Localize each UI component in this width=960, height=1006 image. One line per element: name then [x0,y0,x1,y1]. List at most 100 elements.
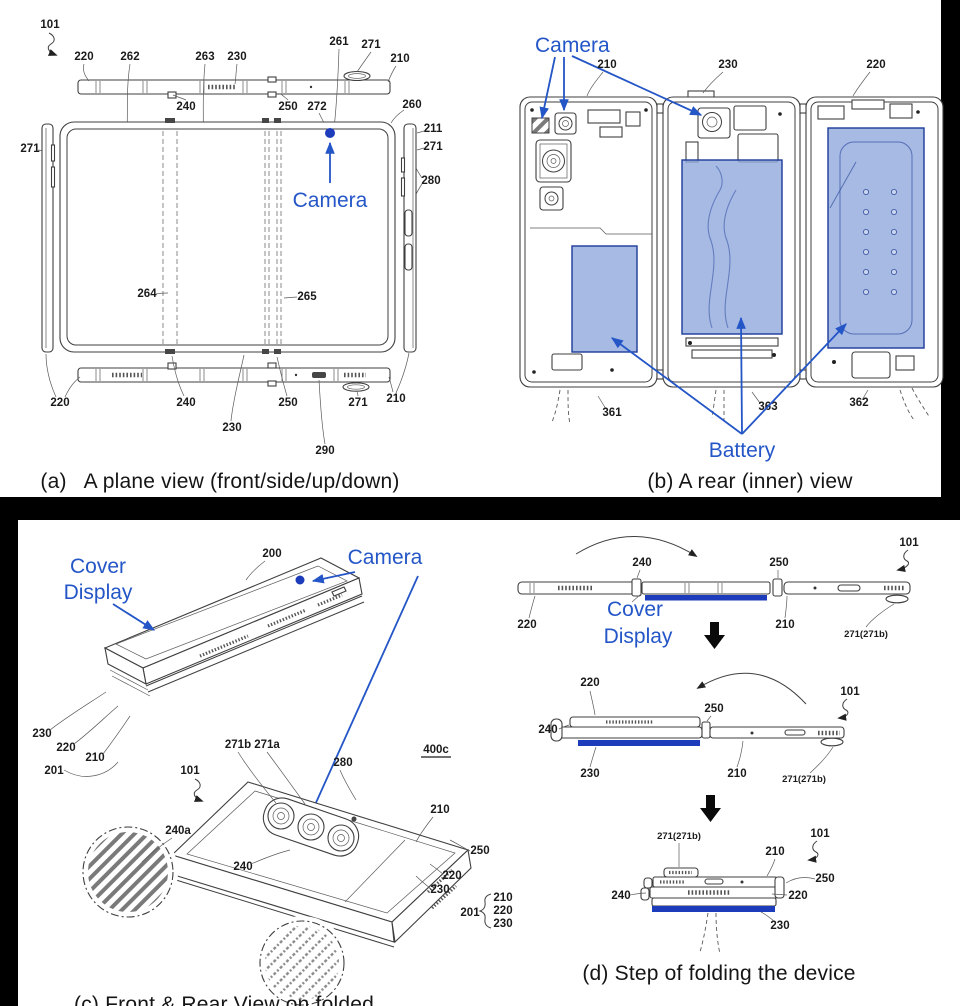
top-edge-view [77,70,391,99]
ref-label-210: 210 [775,619,794,631]
ref-label-230: 230 [770,920,789,932]
ref-label-250: 250 [278,101,297,113]
camera-module-mid [702,112,722,132]
panel-b-rear-view: Camera 210 230 220 361 363 362 Battery [519,34,944,462]
hinge-detail-magnifier-2 [255,916,349,1006]
cover-display-label-line1: Cover [70,555,126,578]
caption-panel-c-line1: (c) Front & Rear View on folded [74,992,374,1006]
hinge-240-folded [550,718,563,742]
hinge-250 [772,578,783,597]
camera-bump-bottom [342,382,370,392]
cover-display-annotation: Cover Display [604,593,673,648]
caption-panel-d: (d) Step of folding the device [582,962,856,985]
front-display-view [59,118,396,354]
ref-400c: 400c [421,744,451,758]
fold-step-2: 220 101 250 240 230 210 271(271b) [538,672,860,785]
hinge-detail-magnifier-240a [78,822,178,922]
panel-a-plane-view: 101 220 262 [20,19,443,457]
ref-101-pointer: 101 [180,765,204,802]
ref-label-240: 240 [611,890,630,902]
ref-label-220: 220 [866,59,885,71]
down-arrow-1 [704,622,725,649]
ref-label-400c: 400c [423,744,449,756]
cover-camera-dot [295,575,305,585]
hinge-250 [701,721,711,739]
camera-bump-top [343,70,371,82]
ref-label-263: 263 [195,51,214,63]
ref-label-280: 280 [333,757,352,769]
ref-label-362: 362 [849,397,868,409]
ref-label-271: 271 [361,39,381,51]
camera-module-small [539,186,564,211]
ref-label-271b: 271b [225,739,251,751]
ref-label-230: 230 [227,51,246,63]
ref-label-210: 210 [727,768,746,780]
ref-label-280: 280 [421,175,440,187]
ref-label-210: 210 [390,53,409,65]
ref-label-271-right: 271 [423,141,443,153]
ref-101-pointer: 101 [40,19,60,56]
ref-label-240: 240 [538,724,557,736]
ref-label-262: 262 [120,51,139,63]
cover-display-highlight [652,906,775,912]
black-border-right-top [941,0,960,520]
camera-bump [885,594,909,604]
camera-annotation: Camera [535,34,703,120]
ref-label-250: 250 [704,703,723,715]
ref-label-220: 220 [517,619,536,631]
ref-label-210-bottom: 210 [386,393,405,405]
caption-panel-a: (a) A plane view (front/side/up/down) [40,470,400,493]
right-edge-view [400,123,417,353]
ref-label-240a: 240a [165,825,191,837]
fold-line-265 [264,131,282,344]
fold-step-1: 240 250 101 220 210 271(271b) Cover Disp… [517,536,919,648]
ref-label-250: 250 [769,557,788,569]
camera-label: Camera [348,546,423,569]
ref-label-271-left: 271 [20,143,40,155]
camera-label: Camera [293,189,368,212]
fold-arc-arrow-1 [575,536,698,557]
fold-arc-arrow-2 [696,672,807,705]
ref-label-261: 261 [329,36,349,48]
ref-label-210: 210 [85,752,104,764]
legend-201-group: 201 210 220 230 [460,892,512,930]
caption-panel-c: (c) Front & Rear View on folded status [24,936,424,1006]
folded-rear-view [170,781,472,948]
ref-label-210: 210 [765,846,784,858]
ref-label-271-271b: 271(271b) [782,774,826,785]
ref-label-240: 240 [176,101,195,113]
ref-label-240-bottom: 240 [176,397,195,409]
legend-201-label: 201 [460,907,480,919]
legend-210: 210 [493,892,512,904]
legend-220: 220 [493,905,512,917]
ref-label-230: 230 [32,728,51,740]
ref-label-210-right: 210 [430,804,449,816]
camera-label: Camera [535,34,610,57]
cover-display-annotation: Cover Display [64,555,156,631]
ref-label-230: 230 [718,59,737,71]
camera-annotation: Camera [309,546,423,818]
ref-label-220: 220 [74,51,93,63]
ref-label-230: 230 [580,768,599,780]
cover-display-label-line1: Cover [607,598,663,621]
bottom-edge-view [77,362,391,392]
ref-label-271-bottom: 271 [348,397,368,409]
ref-label-220-right: 220 [442,870,461,882]
rear-camera-lenses [267,802,357,852]
cover-display-highlight [578,740,700,746]
ref-label-101: 101 [40,19,60,31]
camera-annotation: Camera [293,141,368,212]
camera-module-hatched [531,117,550,134]
cover-display-label-line2: Display [64,581,133,604]
ref-label-250: 250 [815,873,834,885]
ref-label-201: 201 [44,765,64,777]
ref-label-220: 220 [580,677,599,689]
ref-label-220-bottom: 220 [50,397,69,409]
legend-230: 230 [493,918,512,930]
hinge-240 [631,578,642,597]
ref-label-260: 260 [402,99,421,111]
ref-label-264: 264 [137,288,157,300]
panel-c-folded-views: Cover Display Camera 200 230 220 210 201 [32,546,513,1006]
camera-bump [820,737,844,747]
